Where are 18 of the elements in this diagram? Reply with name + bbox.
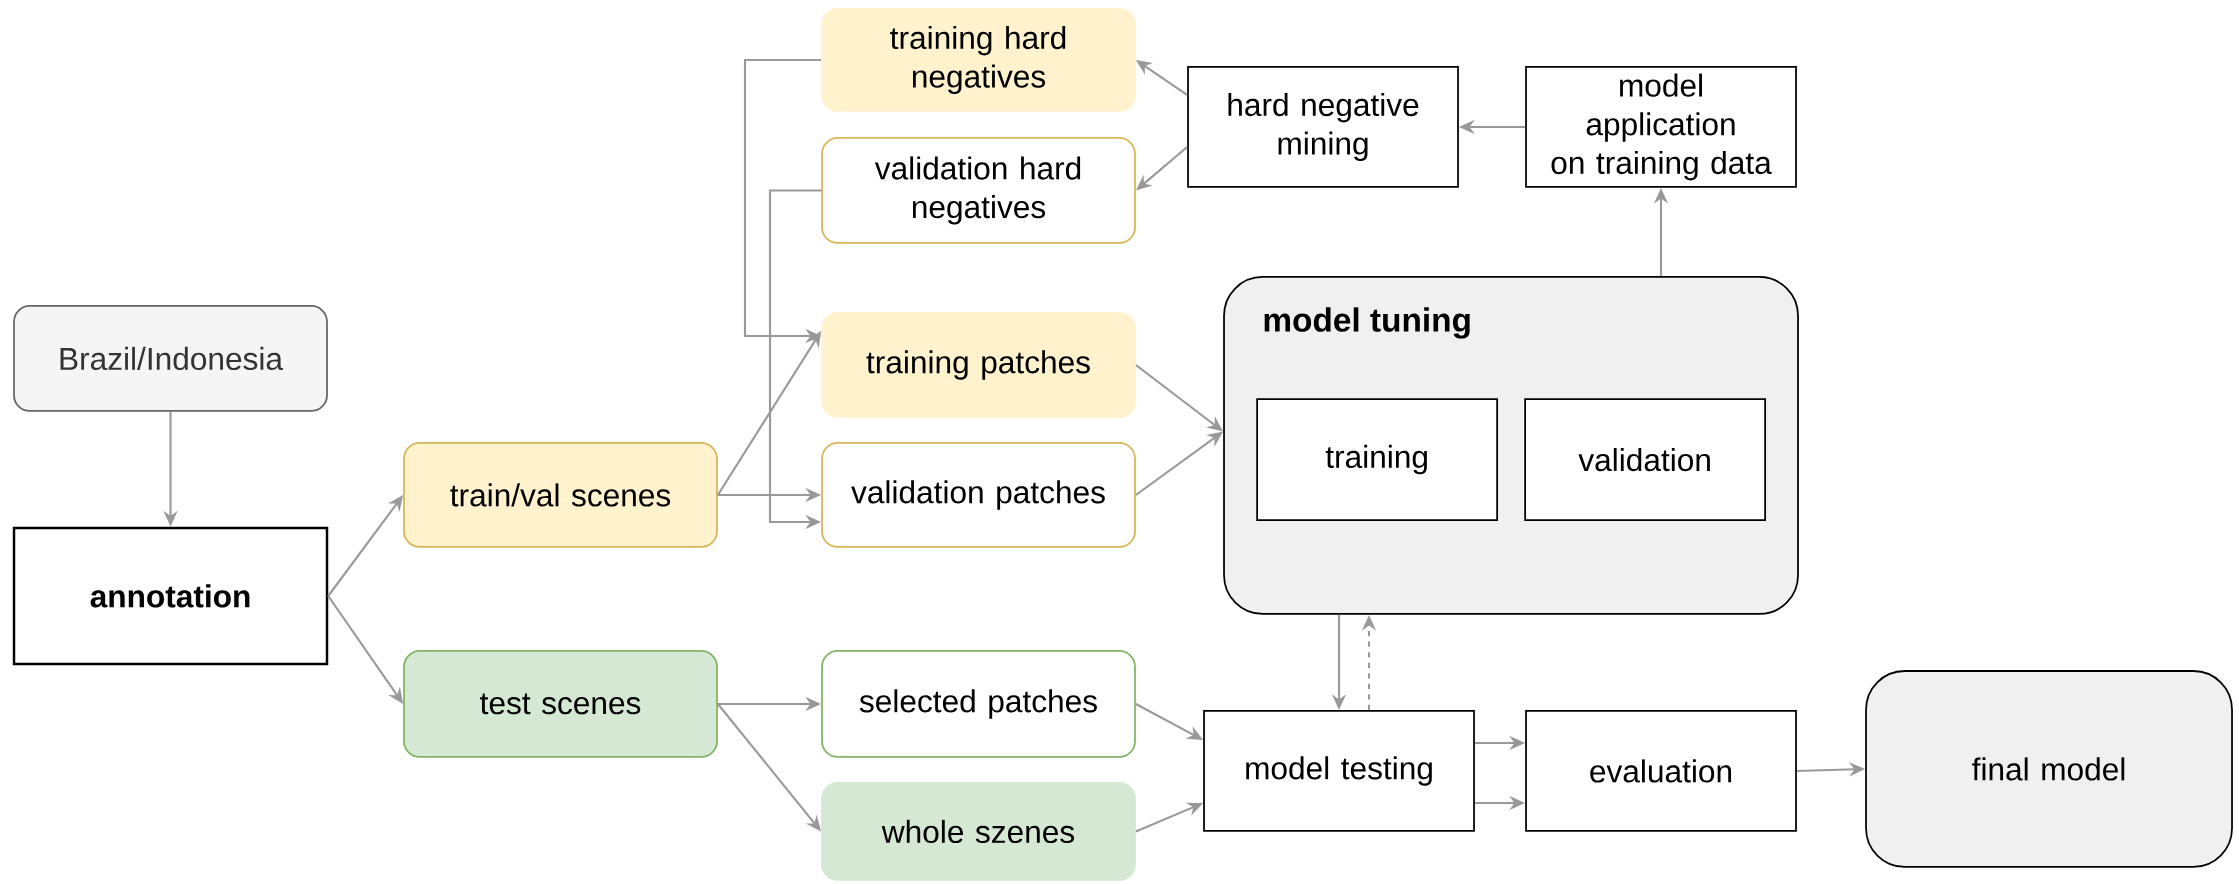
process-box: training	[1256, 398, 1499, 521]
process-box: selected patches	[821, 650, 1136, 758]
process-box: train/val scenes	[403, 442, 718, 548]
process-box: whole szenes	[821, 782, 1136, 881]
process-box: hard negative mining	[1187, 66, 1459, 188]
process-box: evaluation	[1525, 710, 1797, 832]
process-box: training hard negatives	[821, 8, 1136, 112]
process-box: annotation	[12, 526, 329, 666]
process-box: final model	[1865, 670, 2233, 868]
process-box: Brazil/Indonesia	[13, 305, 328, 412]
process-box: test scenes	[403, 650, 718, 758]
process-box: validation	[1524, 398, 1767, 521]
process-box: model application on training data	[1525, 66, 1797, 188]
box-heading: model tuning	[1264, 307, 1470, 339]
process-box: validation hard negatives	[821, 137, 1136, 244]
process-box: model testing	[1203, 710, 1475, 832]
process-box: validation patches	[821, 442, 1136, 548]
process-box: training patches	[821, 312, 1136, 418]
